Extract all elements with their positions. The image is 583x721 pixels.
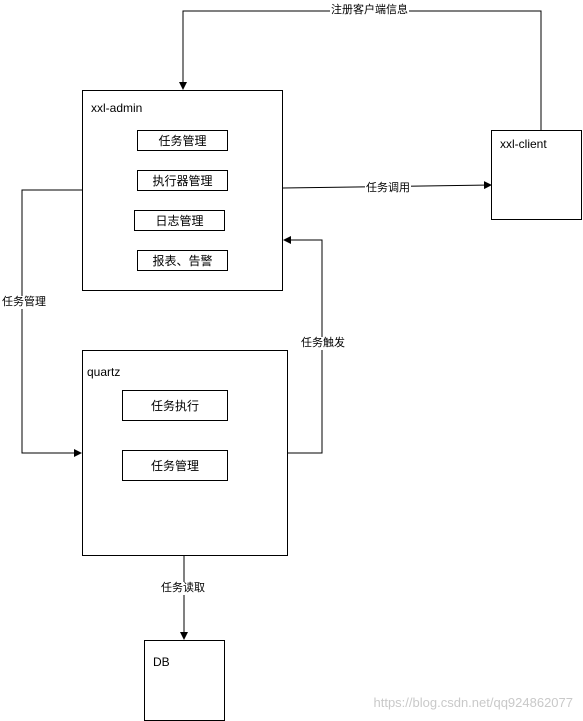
admin-item-log-management: 日志管理 bbox=[134, 210, 225, 231]
node-title-xxl-client: xxl-client bbox=[500, 137, 547, 151]
edge-label-manage: 任务管理 bbox=[1, 296, 47, 309]
node-db: DB bbox=[144, 640, 225, 721]
watermark-text: https://blog.csdn.net/qq924862077 bbox=[373, 695, 574, 710]
admin-item-report-alarm: 报表、告警 bbox=[137, 250, 228, 271]
edge-label-trigger: 任务触发 bbox=[300, 337, 346, 350]
node-title-db: DB bbox=[153, 655, 170, 669]
quartz-item-task-execution: 任务执行 bbox=[122, 390, 228, 421]
node-title-quartz: quartz bbox=[87, 365, 121, 379]
admin-item-executor-management: 执行器管理 bbox=[137, 170, 228, 191]
edge-label-invoke: 任务调用 bbox=[365, 182, 411, 195]
edge-manage-task bbox=[21, 189, 82, 457]
admin-item-task-management: 任务管理 bbox=[137, 130, 228, 151]
node-title-xxl-admin: xxl-admin bbox=[91, 101, 143, 115]
edge-label-register: 注册客户端信息 bbox=[330, 4, 409, 17]
node-xxl-client: xxl-client bbox=[491, 130, 582, 220]
quartz-item-task-management: 任务管理 bbox=[122, 450, 228, 481]
edge-label-read: 任务读取 bbox=[160, 582, 206, 595]
